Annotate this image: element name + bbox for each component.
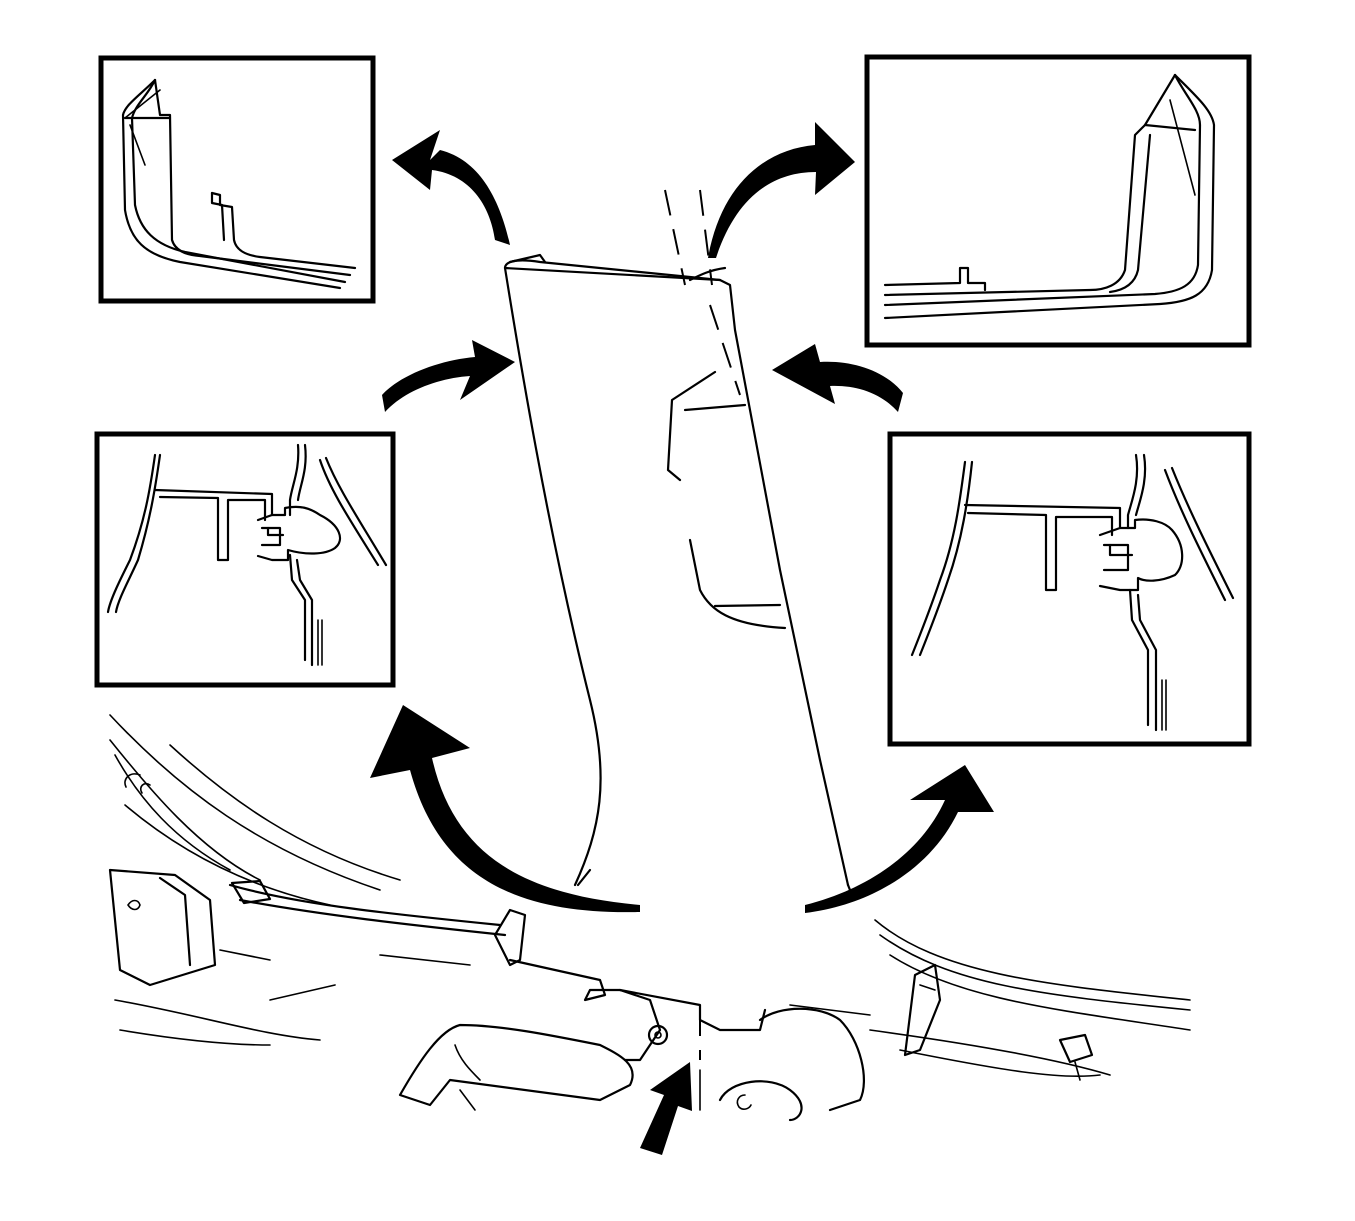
arrow-lower-right <box>805 765 994 913</box>
pillar-trim-panel <box>503 189 854 897</box>
callout-lower-left <box>94 431 396 688</box>
callout-upper-left <box>98 55 376 304</box>
callout-upper-right <box>864 54 1252 348</box>
vehicle-body-structure <box>108 714 1191 1122</box>
callout-lower-right <box>887 431 1252 747</box>
arrow-bottom-up <box>640 1062 692 1155</box>
arrow-upper-left <box>392 130 510 245</box>
arrow-mid-right <box>772 344 903 412</box>
arrow-upper-right <box>708 122 855 258</box>
arrow-mid-left <box>382 340 515 412</box>
arrow-lower-left <box>370 705 640 913</box>
direction-arrows <box>370 122 994 1155</box>
